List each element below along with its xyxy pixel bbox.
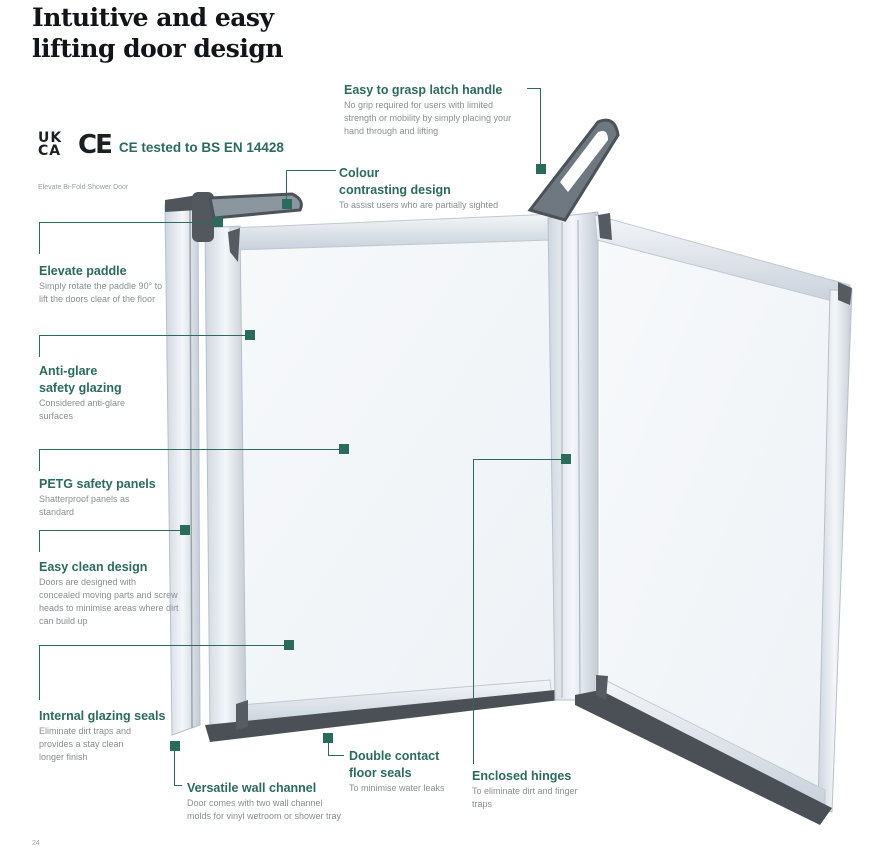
- feature-description: Eliminate dirt traps and provides a stay…: [39, 726, 132, 762]
- feature-title: Easy to grasp latch handle: [344, 83, 503, 97]
- feature-easy-clean: Easy clean design Doors are designed wit…: [39, 559, 179, 628]
- feature-description: Simply rotate the paddle 90° to lift the…: [39, 281, 163, 304]
- callout-line: [328, 755, 344, 756]
- callout-line: [39, 449, 344, 450]
- feature-title-line1: Anti-glare: [39, 364, 98, 378]
- feature-description: Door comes with two wall channel molds f…: [187, 798, 342, 821]
- callout-line: [286, 170, 287, 200]
- page-title-line2: lifting door design: [32, 34, 283, 63]
- callout-marker: [213, 217, 223, 227]
- feature-elevate-paddle: Elevate paddle Simply rotate the paddle …: [39, 263, 164, 306]
- feature-colour-contrasting: Colour contrasting design To assist user…: [339, 165, 529, 212]
- callout-marker: [170, 741, 180, 751]
- callout-line: [39, 222, 219, 223]
- feature-title-line2: safety glazing: [39, 381, 122, 395]
- ukca-line2: CA: [38, 143, 62, 159]
- feature-petg-panels: PETG safety panels Shatterproof panels a…: [39, 476, 156, 519]
- feature-description: No grip required for users with limited …: [344, 100, 512, 136]
- feature-title: Internal glazing seals: [39, 709, 166, 723]
- callout-line: [527, 88, 541, 89]
- feature-description: To minimise water leaks: [349, 783, 445, 793]
- product-caption: Elevate Bi-Fold Shower Door: [38, 184, 129, 191]
- callout-line: [39, 335, 249, 336]
- callout-line: [39, 530, 184, 531]
- callout-line: [39, 335, 40, 357]
- callout-line: [39, 645, 289, 646]
- callout-line: [174, 785, 182, 786]
- ukca-mark-icon: UK CA: [38, 130, 70, 159]
- feature-title: Enclosed hinges: [472, 769, 572, 783]
- callout-marker: [339, 444, 349, 454]
- callout-line: [328, 740, 329, 756]
- feature-latch-handle: Easy to grasp latch handle No grip requi…: [344, 82, 519, 138]
- feature-description: To eliminate dirt and finger traps: [472, 786, 578, 809]
- page-title-line1: Intuitive and easy: [32, 3, 274, 32]
- page-title: Intuitive and easy lifting door design: [32, 2, 332, 64]
- callout-line: [39, 222, 40, 254]
- callout-line: [540, 88, 541, 168]
- callout-line: [39, 530, 40, 552]
- callout-line: [39, 645, 40, 700]
- feature-description: Considered anti-glare surfaces: [39, 398, 126, 421]
- callout-marker: [282, 199, 292, 209]
- feature-title-line1: Double contact: [349, 749, 440, 763]
- certification-row: UK CA CE CE tested to BS EN 14428: [38, 130, 284, 160]
- callout-marker: [561, 454, 571, 464]
- callout-line: [174, 748, 175, 786]
- feature-anti-glare: Anti-glare safety glazing Considered ant…: [39, 363, 149, 423]
- callout-line: [473, 459, 474, 764]
- feature-title-line2: floor seals: [349, 766, 412, 780]
- feature-description: Doors are designed with concealed moving…: [39, 577, 179, 626]
- callout-line: [39, 449, 40, 471]
- feature-title: Versatile wall channel: [187, 781, 317, 795]
- feature-enclosed-hinges: Enclosed hinges To eliminate dirt and fi…: [472, 768, 582, 811]
- feature-wall-channel: Versatile wall channel Door comes with t…: [187, 780, 342, 823]
- callout-marker: [284, 640, 294, 650]
- callout-line: [473, 459, 563, 460]
- callout-marker: [245, 330, 255, 340]
- feature-title: Elevate paddle: [39, 264, 127, 278]
- feature-title: PETG safety panels: [39, 477, 156, 491]
- feature-title-line2: contrasting design: [339, 183, 451, 197]
- feature-description: To assist users who are partially sighte…: [339, 200, 499, 210]
- callout-line: [286, 170, 336, 171]
- certification-text: CE tested to BS EN 14428: [118, 139, 284, 155]
- feature-title-line1: Colour: [339, 166, 380, 180]
- ce-mark-icon: CE: [78, 130, 113, 160]
- callout-marker: [180, 525, 190, 535]
- feature-internal-glazing-seals: Internal glazing seals Eliminate dirt tr…: [39, 708, 166, 764]
- feature-title: Easy clean design: [39, 560, 148, 574]
- page-number: 24: [32, 840, 40, 847]
- ukca-line1: UK: [38, 130, 63, 146]
- feature-description: Shatterproof panels as standard: [39, 494, 130, 517]
- feature-floor-seals: Double contact floor seals To minimise w…: [349, 748, 469, 795]
- callout-marker: [536, 164, 546, 174]
- callout-marker: [323, 733, 333, 743]
